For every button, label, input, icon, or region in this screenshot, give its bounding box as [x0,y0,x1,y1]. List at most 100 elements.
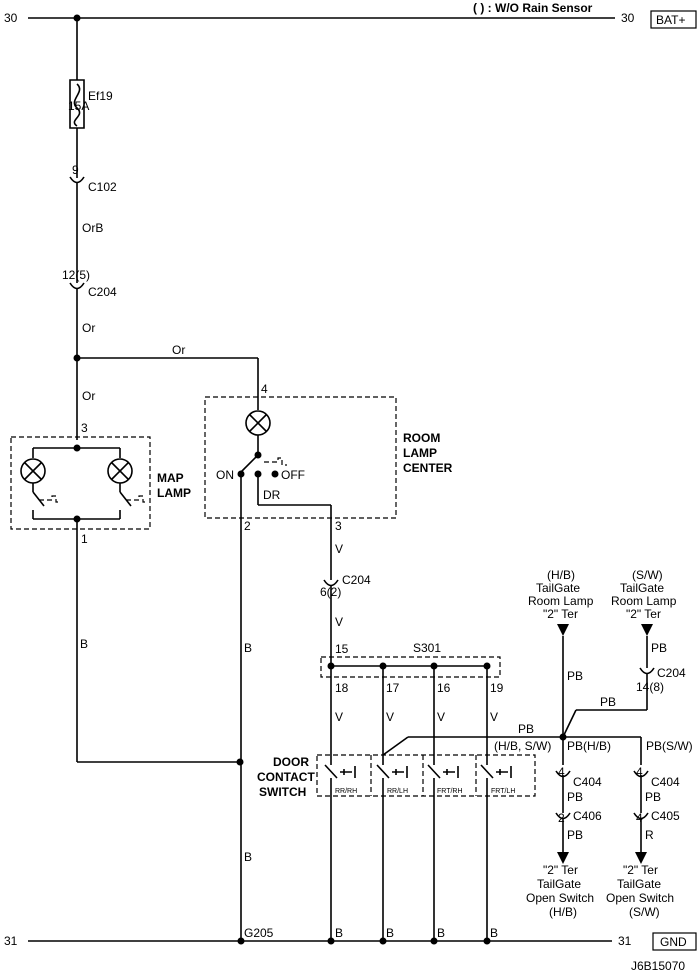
hb-bottom-line-3: Open Switch [526,891,594,905]
hb-bottom-line-1: "2" Ter [543,863,578,877]
room-pin-right: 3 [335,519,342,533]
wire-v-19: V [490,710,498,724]
wire-b-room: B [244,641,252,655]
terminal-arrow-icon [557,624,569,636]
c204-label-c: C204 [657,666,686,680]
door-switch-label-3: SWITCH [259,785,306,799]
hb-bottom-line-2: TailGate [537,877,581,891]
splice-s301-box [320,656,501,678]
diagram-code: J6B15070 [631,959,685,973]
wire-v-18: V [335,710,343,724]
switch-icon [240,454,259,473]
wire [382,736,409,756]
hb-top-line-2: TailGate [536,581,580,595]
door-switch-rr-rh [324,742,356,940]
fuse-element [73,83,81,127]
room-lamp-label-1: ROOM [403,431,440,445]
map-lamp-label-1: MAP [157,471,184,485]
wire-pb-sw: PB(S/W) [646,739,693,753]
wire-orb: OrB [82,221,103,235]
splice-pin-16: 16 [437,681,451,695]
wire-pb-hb: PB(H/B) [567,739,611,753]
wire-pb-4: PB [600,695,616,709]
terminal-arrow-icon [641,624,653,636]
door-switch-frt-rh [427,742,459,940]
gnd-label: GND [660,935,687,949]
bulb-icon [249,414,267,432]
bat-label: BAT+ [656,13,685,27]
hb-top-line-4: "2" Ter [543,607,578,621]
c405-label: C405 [651,809,680,823]
room-on-label: ON [216,468,234,482]
c102-label: C102 [88,180,117,194]
sw-bottom-line-4: (S/W) [629,905,660,919]
wire-or-2: Or [172,343,185,357]
bat-box [650,10,697,29]
wire-pb-1: PB [518,722,534,736]
switch-icon [324,764,338,779]
map-pin-bottom: 1 [81,532,88,546]
c102-pin: 9 [72,163,79,177]
splice-pin-17: 17 [386,681,400,695]
door-switch-rr-lh [376,742,408,940]
line-30-left: 30 [4,11,18,25]
wire-b-g2: B [386,926,394,940]
c406-label: C406 [573,809,602,823]
wire-dr: DR [263,488,281,502]
connector-c204 [639,667,655,675]
hb-top-line-1: (H/B) [547,568,575,582]
sw-top-line-3: Room Lamp [611,594,677,608]
switch-actuator-icon [126,495,147,503]
wire-pb-2: PB [567,669,583,683]
wire-b-g4: B [490,926,498,940]
door-switch-frt-lh [480,742,512,940]
room-lamp-label-2: LAMP [403,446,437,460]
splice-id: S301 [413,641,441,655]
map-lamp-label-2: LAMP [157,486,191,500]
wire-pb-6: PB [567,828,583,842]
wire-b-g3: B [437,926,445,940]
sw-top-line-1: (S/W) [632,568,663,582]
door-switch-box [316,754,536,797]
c204-label-a: C204 [88,285,117,299]
fuse-id: Ef19 [88,89,113,103]
room-lamp-label-3: CENTER [403,461,453,475]
line-30-right: 30 [621,11,635,25]
pos-rr-rh: RR/RH [335,788,357,795]
junction-dot [237,937,245,945]
switch-icon [427,764,441,779]
terminal-arrow-icon [557,852,569,864]
wire-r: R [645,828,654,842]
sw-top-line-2: TailGate [620,581,664,595]
c204-pin-a: 12(5) [62,268,90,282]
wire-v-2: V [335,615,343,629]
rain-sensor-note: ( ) : W/O Rain Sensor [473,1,593,15]
junction-dot [430,937,438,945]
switch-icon [480,764,494,779]
wire-v-17: V [386,710,394,724]
fuse-rating: 15A [68,99,89,113]
connector-c204 [69,282,85,290]
pos-frt-lh: FRT/LH [491,788,515,795]
pos-rr-lh: RR/LH [387,788,408,795]
wire-pb-3: PB [651,641,667,655]
room-lamp-box [204,396,397,519]
sw-bottom-line-1: "2" Ter [623,863,658,877]
c404-label-sw: C404 [651,775,680,789]
switch-actuator-icon [264,457,287,466]
switch-icon [119,491,132,507]
switch-actuator-icon [392,766,408,778]
c404-pin-hb: 4 [558,765,565,779]
terminal-arrow-icon [635,852,647,864]
switch-actuator-icon [39,495,60,503]
connector-c204 [323,579,339,587]
bulb-icon [24,462,42,480]
wire-b-g1: B [335,926,343,940]
map-pin-top: 3 [81,421,88,435]
gnd-box [652,932,697,951]
junction-dot [327,937,335,945]
bulb-icon [111,462,129,480]
switch-icon [376,764,390,779]
switch-actuator-icon [443,766,459,778]
